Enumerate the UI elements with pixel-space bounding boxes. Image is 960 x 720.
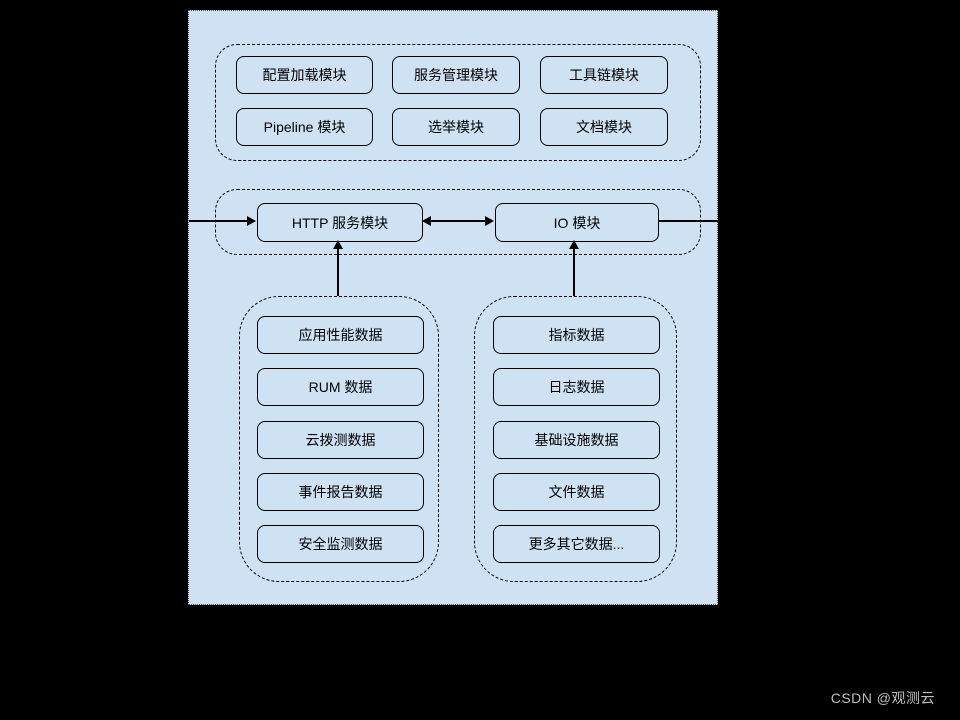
election-module-box: 选举模块: [392, 108, 520, 146]
arrow-rightgroup-to-io: [573, 249, 575, 296]
diagram-canvas: 配置加载模块 服务管理模块 工具链模块 Pipeline 模块 选举模块 文档模…: [188, 10, 719, 605]
data-box-event-report: 事件报告数据: [257, 473, 424, 511]
doc-module-box: 文档模块: [540, 108, 668, 146]
data-box-metrics: 指标数据: [493, 316, 660, 354]
pipeline-module-box: Pipeline 模块: [236, 108, 373, 146]
data-box-cloud-dial-test: 云拨测数据: [257, 421, 424, 459]
left-data-group: 应用性能数据 RUM 数据 云拨测数据 事件报告数据 安全监测数据: [239, 296, 439, 582]
data-box-more-others: 更多其它数据...: [493, 525, 660, 563]
service-mgmt-module-box: 服务管理模块: [392, 56, 520, 94]
data-box-files: 文件数据: [493, 473, 660, 511]
service-group: HTTP 服务模块 IO 模块: [215, 189, 701, 255]
http-service-module-box: HTTP 服务模块: [257, 203, 423, 242]
watermark-text: CSDN @观测云: [830, 690, 935, 706]
arrow-leftgroup-to-http: [337, 249, 339, 296]
arrowhead-up-icon: [569, 240, 579, 249]
data-box-rum: RUM 数据: [257, 368, 424, 406]
arrowhead-right-icon: [485, 216, 494, 226]
arrow-external-to-http: [189, 220, 249, 222]
arrowhead-up-icon: [333, 240, 343, 249]
data-box-apm: 应用性能数据: [257, 316, 424, 354]
data-box-infrastructure: 基础设施数据: [493, 421, 660, 459]
data-box-logs: 日志数据: [493, 368, 660, 406]
line-io-to-external: [658, 220, 719, 222]
io-module-box: IO 模块: [495, 203, 659, 242]
modules-group: 配置加载模块 服务管理模块 工具链模块 Pipeline 模块 选举模块 文档模…: [215, 44, 701, 161]
right-data-group: 指标数据 日志数据 基础设施数据 文件数据 更多其它数据...: [474, 296, 677, 582]
toolchain-module-box: 工具链模块: [540, 56, 668, 94]
arrow-http-io-bidirectional: [430, 220, 486, 222]
arrowhead-right-icon: [247, 216, 256, 226]
config-load-module-box: 配置加载模块: [236, 56, 373, 94]
data-box-security-monitor: 安全监测数据: [257, 525, 424, 563]
arrowhead-left-icon: [422, 216, 431, 226]
